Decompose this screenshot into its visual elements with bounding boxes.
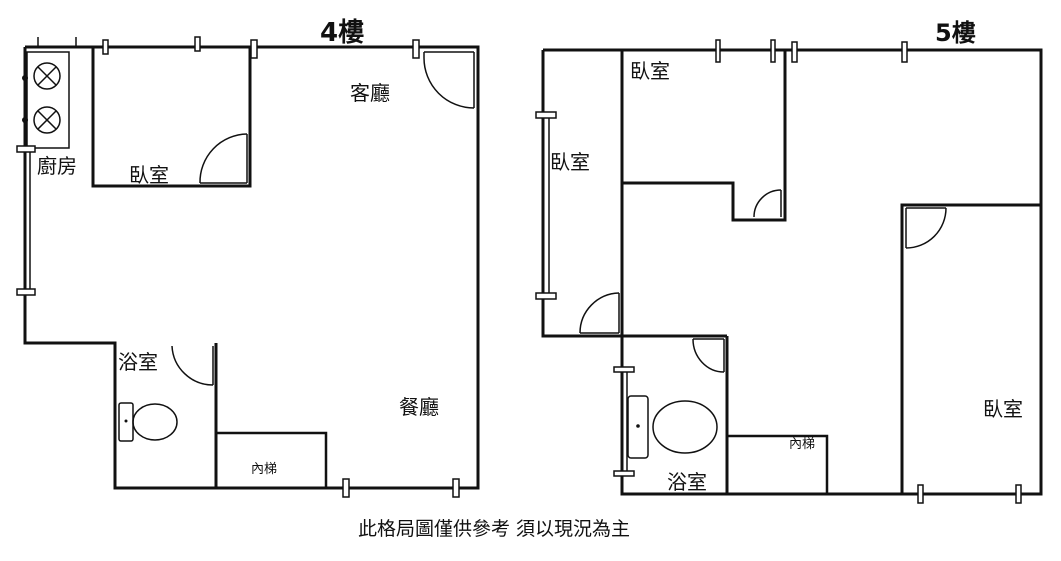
window — [770, 39, 776, 63]
window — [613, 470, 635, 477]
window — [535, 292, 557, 300]
bedroom-label: 臥室 — [630, 59, 670, 83]
door-icon — [171, 345, 214, 386]
window — [16, 288, 36, 296]
toilet-icon — [627, 395, 718, 459]
floor5-bedroom-right-wall — [900, 203, 1041, 494]
dining-room-label: 餐廳 — [399, 395, 439, 419]
window — [613, 366, 635, 373]
door-icon — [579, 292, 620, 334]
floor4-outer-wall — [23, 45, 480, 490]
window — [535, 111, 557, 119]
stove-counter — [26, 51, 70, 149]
kitchen-dot-icon — [22, 75, 28, 81]
kitchen-label: 廚房 — [37, 154, 77, 178]
bathroom-label: 浴室 — [667, 470, 707, 494]
window — [412, 39, 420, 59]
window — [16, 145, 36, 153]
floor5-bedroom-top-wall — [622, 50, 787, 222]
disclaimer-note: 此格局圖僅供參考 須以現況為主 — [358, 518, 630, 540]
window — [901, 41, 908, 63]
bedroom-label: 臥室 — [550, 150, 590, 174]
floor4-plan — [16, 36, 480, 498]
window — [102, 39, 109, 55]
floor5-stairs-box — [727, 434, 829, 494]
floor5-outer-wall — [541, 48, 1043, 496]
floor4-stairs-box — [216, 431, 328, 488]
window — [452, 478, 460, 498]
stove-burner-icon — [33, 62, 61, 134]
window — [342, 478, 350, 498]
door-icon — [692, 338, 725, 373]
door-icon — [753, 189, 782, 218]
window — [1015, 484, 1022, 504]
kitchen-dot-icon — [22, 117, 28, 123]
window — [715, 39, 721, 63]
door-icon — [905, 207, 947, 249]
floor5-plan — [535, 39, 1043, 504]
bedroom-label: 臥室 — [983, 397, 1023, 421]
floor4-bedroom-wall — [91, 47, 252, 188]
door-icon — [423, 51, 475, 109]
door-icon — [199, 133, 248, 184]
window — [250, 39, 258, 59]
floor4-title: 4樓 — [320, 17, 364, 48]
bedroom-label: 臥室 — [129, 163, 169, 187]
floor5-title: 5樓 — [935, 19, 976, 47]
toilet-icon — [118, 402, 178, 442]
window — [917, 484, 924, 504]
window — [791, 41, 798, 63]
stairs-label: 內梯 — [251, 462, 277, 477]
bathroom-label: 浴室 — [118, 350, 158, 374]
living-room-label: 客廳 — [350, 81, 390, 105]
stairs-label: 內梯 — [789, 437, 815, 452]
window — [194, 36, 201, 52]
